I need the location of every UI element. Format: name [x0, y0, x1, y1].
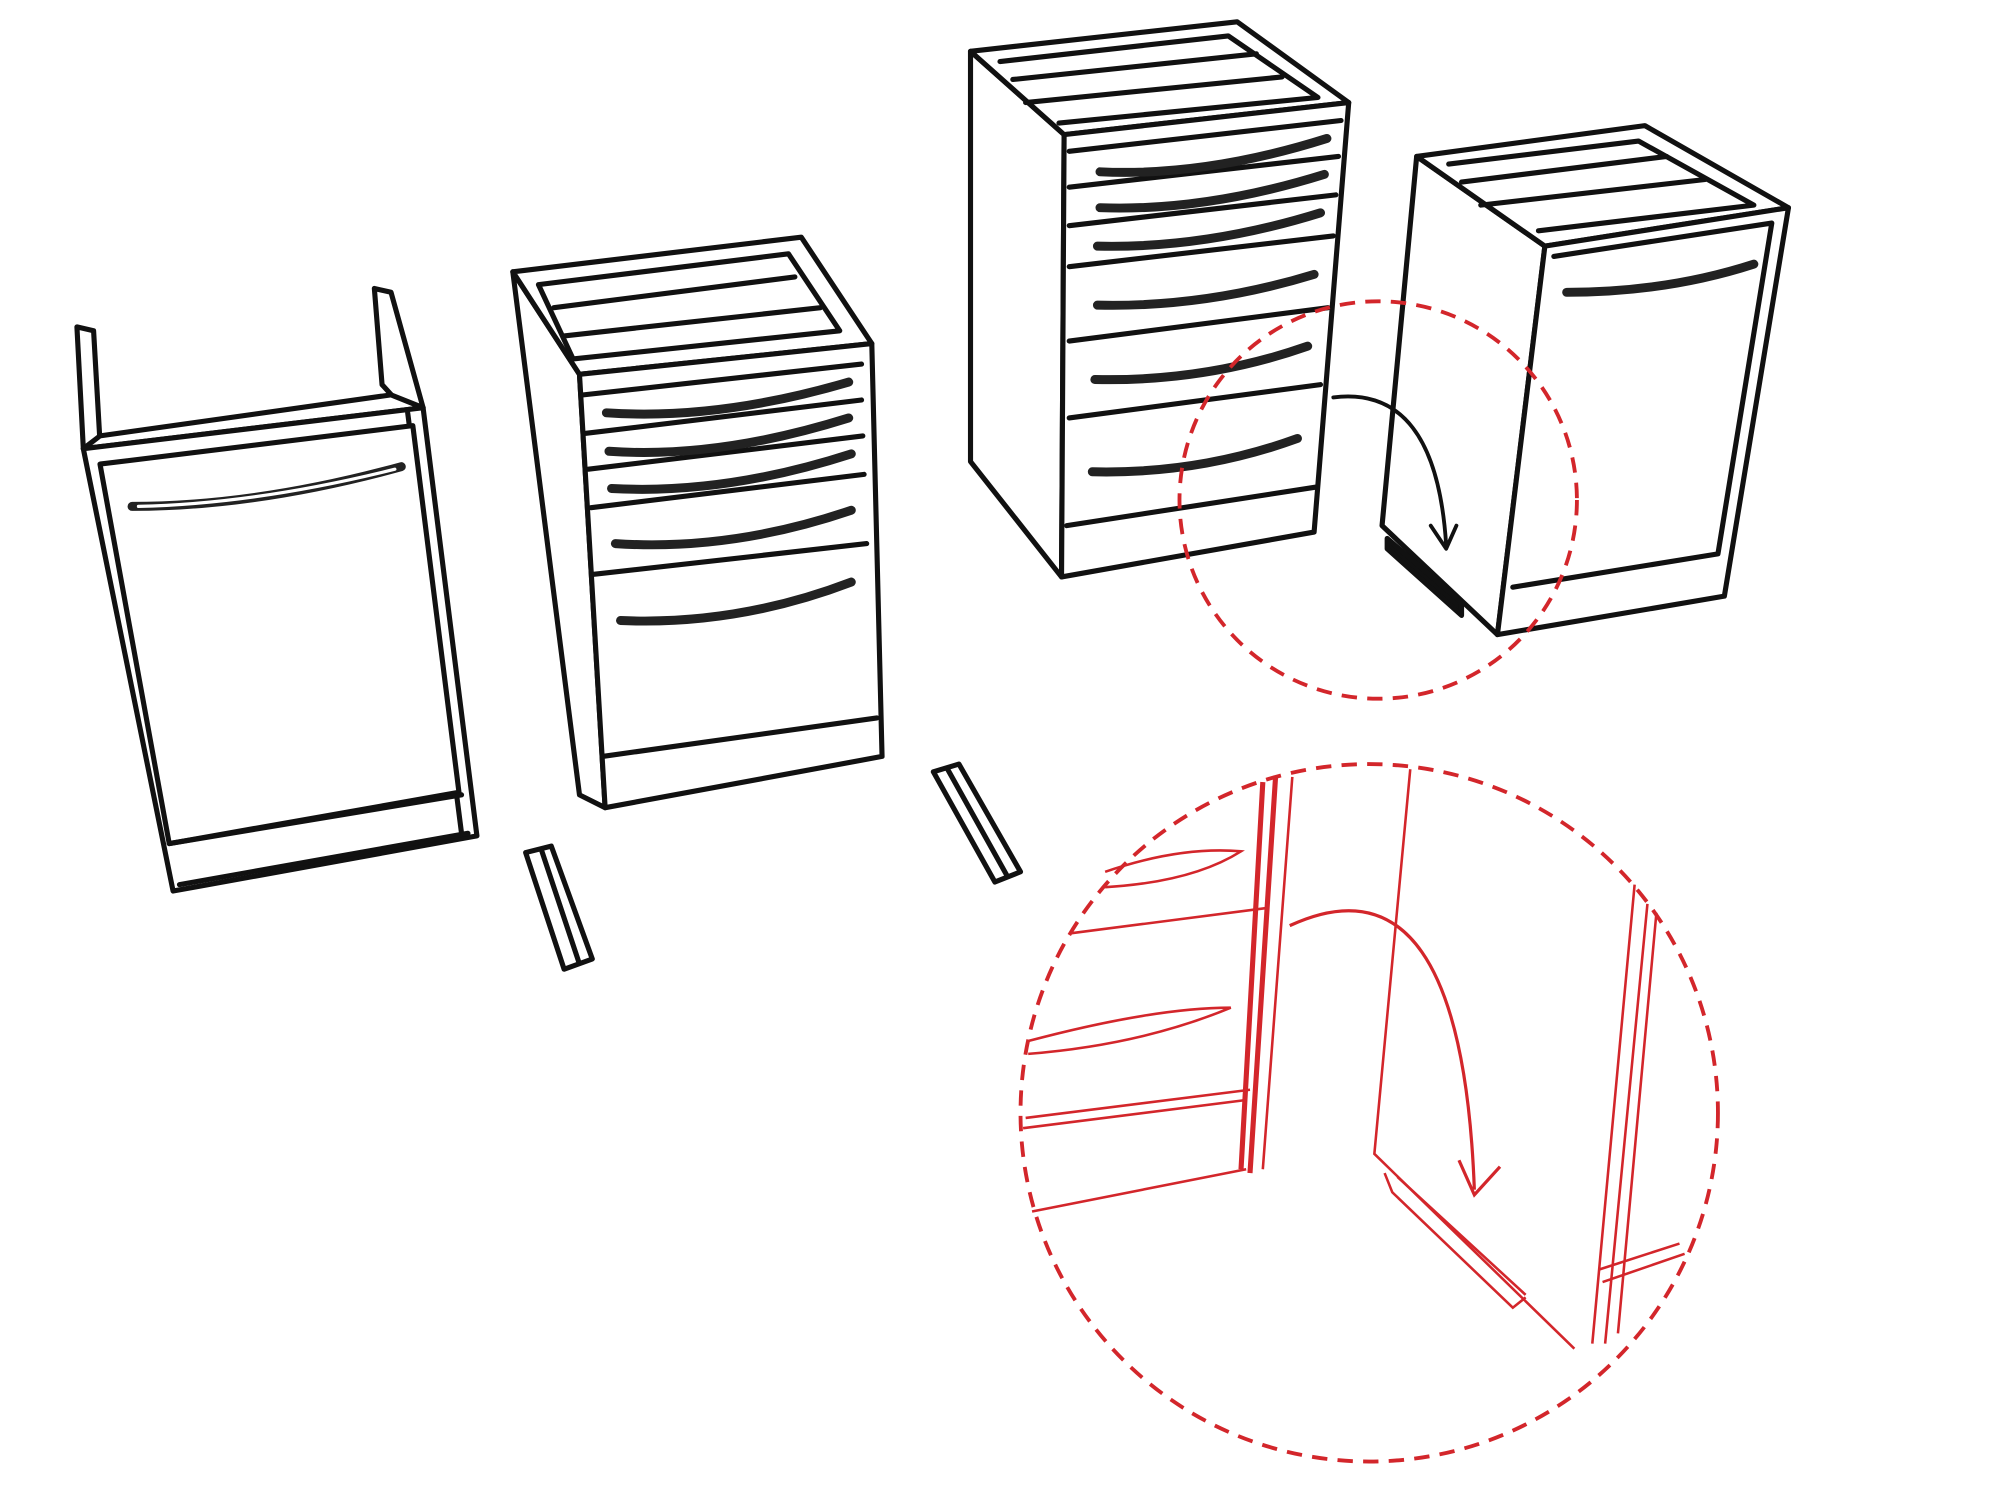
door-handle-highlight	[136, 467, 397, 509]
detail-drawer-frame	[1238, 775, 1279, 1174]
plinth-rail-left	[523, 843, 595, 972]
drawer-handles	[1087, 133, 1332, 477]
top-opening	[997, 33, 1321, 126]
detail-callout-circle	[1018, 762, 1720, 1464]
door-cabinet	[1379, 123, 1792, 638]
drawer-dividers	[1064, 117, 1344, 529]
detail-side-panel	[1373, 769, 1686, 1350]
detail-callout	[1018, 762, 1720, 1464]
top-opening	[535, 251, 843, 362]
four-drawer-cabinet	[510, 234, 885, 811]
detail-drawer-lines	[1022, 776, 1294, 1213]
plinth	[166, 792, 471, 888]
magnify-callout-circle	[1177, 299, 1579, 701]
tall-drawer-cabinet	[967, 19, 1352, 580]
open-cabinet-frame	[74, 285, 480, 894]
detail-curved-arrow-icon	[1289, 909, 1502, 1198]
drawer-handles	[601, 377, 856, 626]
door-panel	[97, 423, 462, 847]
detail-plinth-foot	[1383, 1172, 1527, 1310]
drawer-dividers	[580, 361, 880, 759]
left-post	[74, 324, 103, 452]
curved-arrow-icon	[1331, 394, 1459, 551]
front-frame	[1494, 205, 1792, 638]
side-panel	[967, 48, 1067, 580]
door-handle	[1562, 259, 1759, 297]
plinth-rail-right	[930, 761, 1024, 885]
top-opening	[1446, 138, 1757, 234]
door-panel	[1510, 220, 1775, 590]
detail-handles	[1027, 849, 1245, 1056]
plinth-foot	[1384, 535, 1465, 618]
